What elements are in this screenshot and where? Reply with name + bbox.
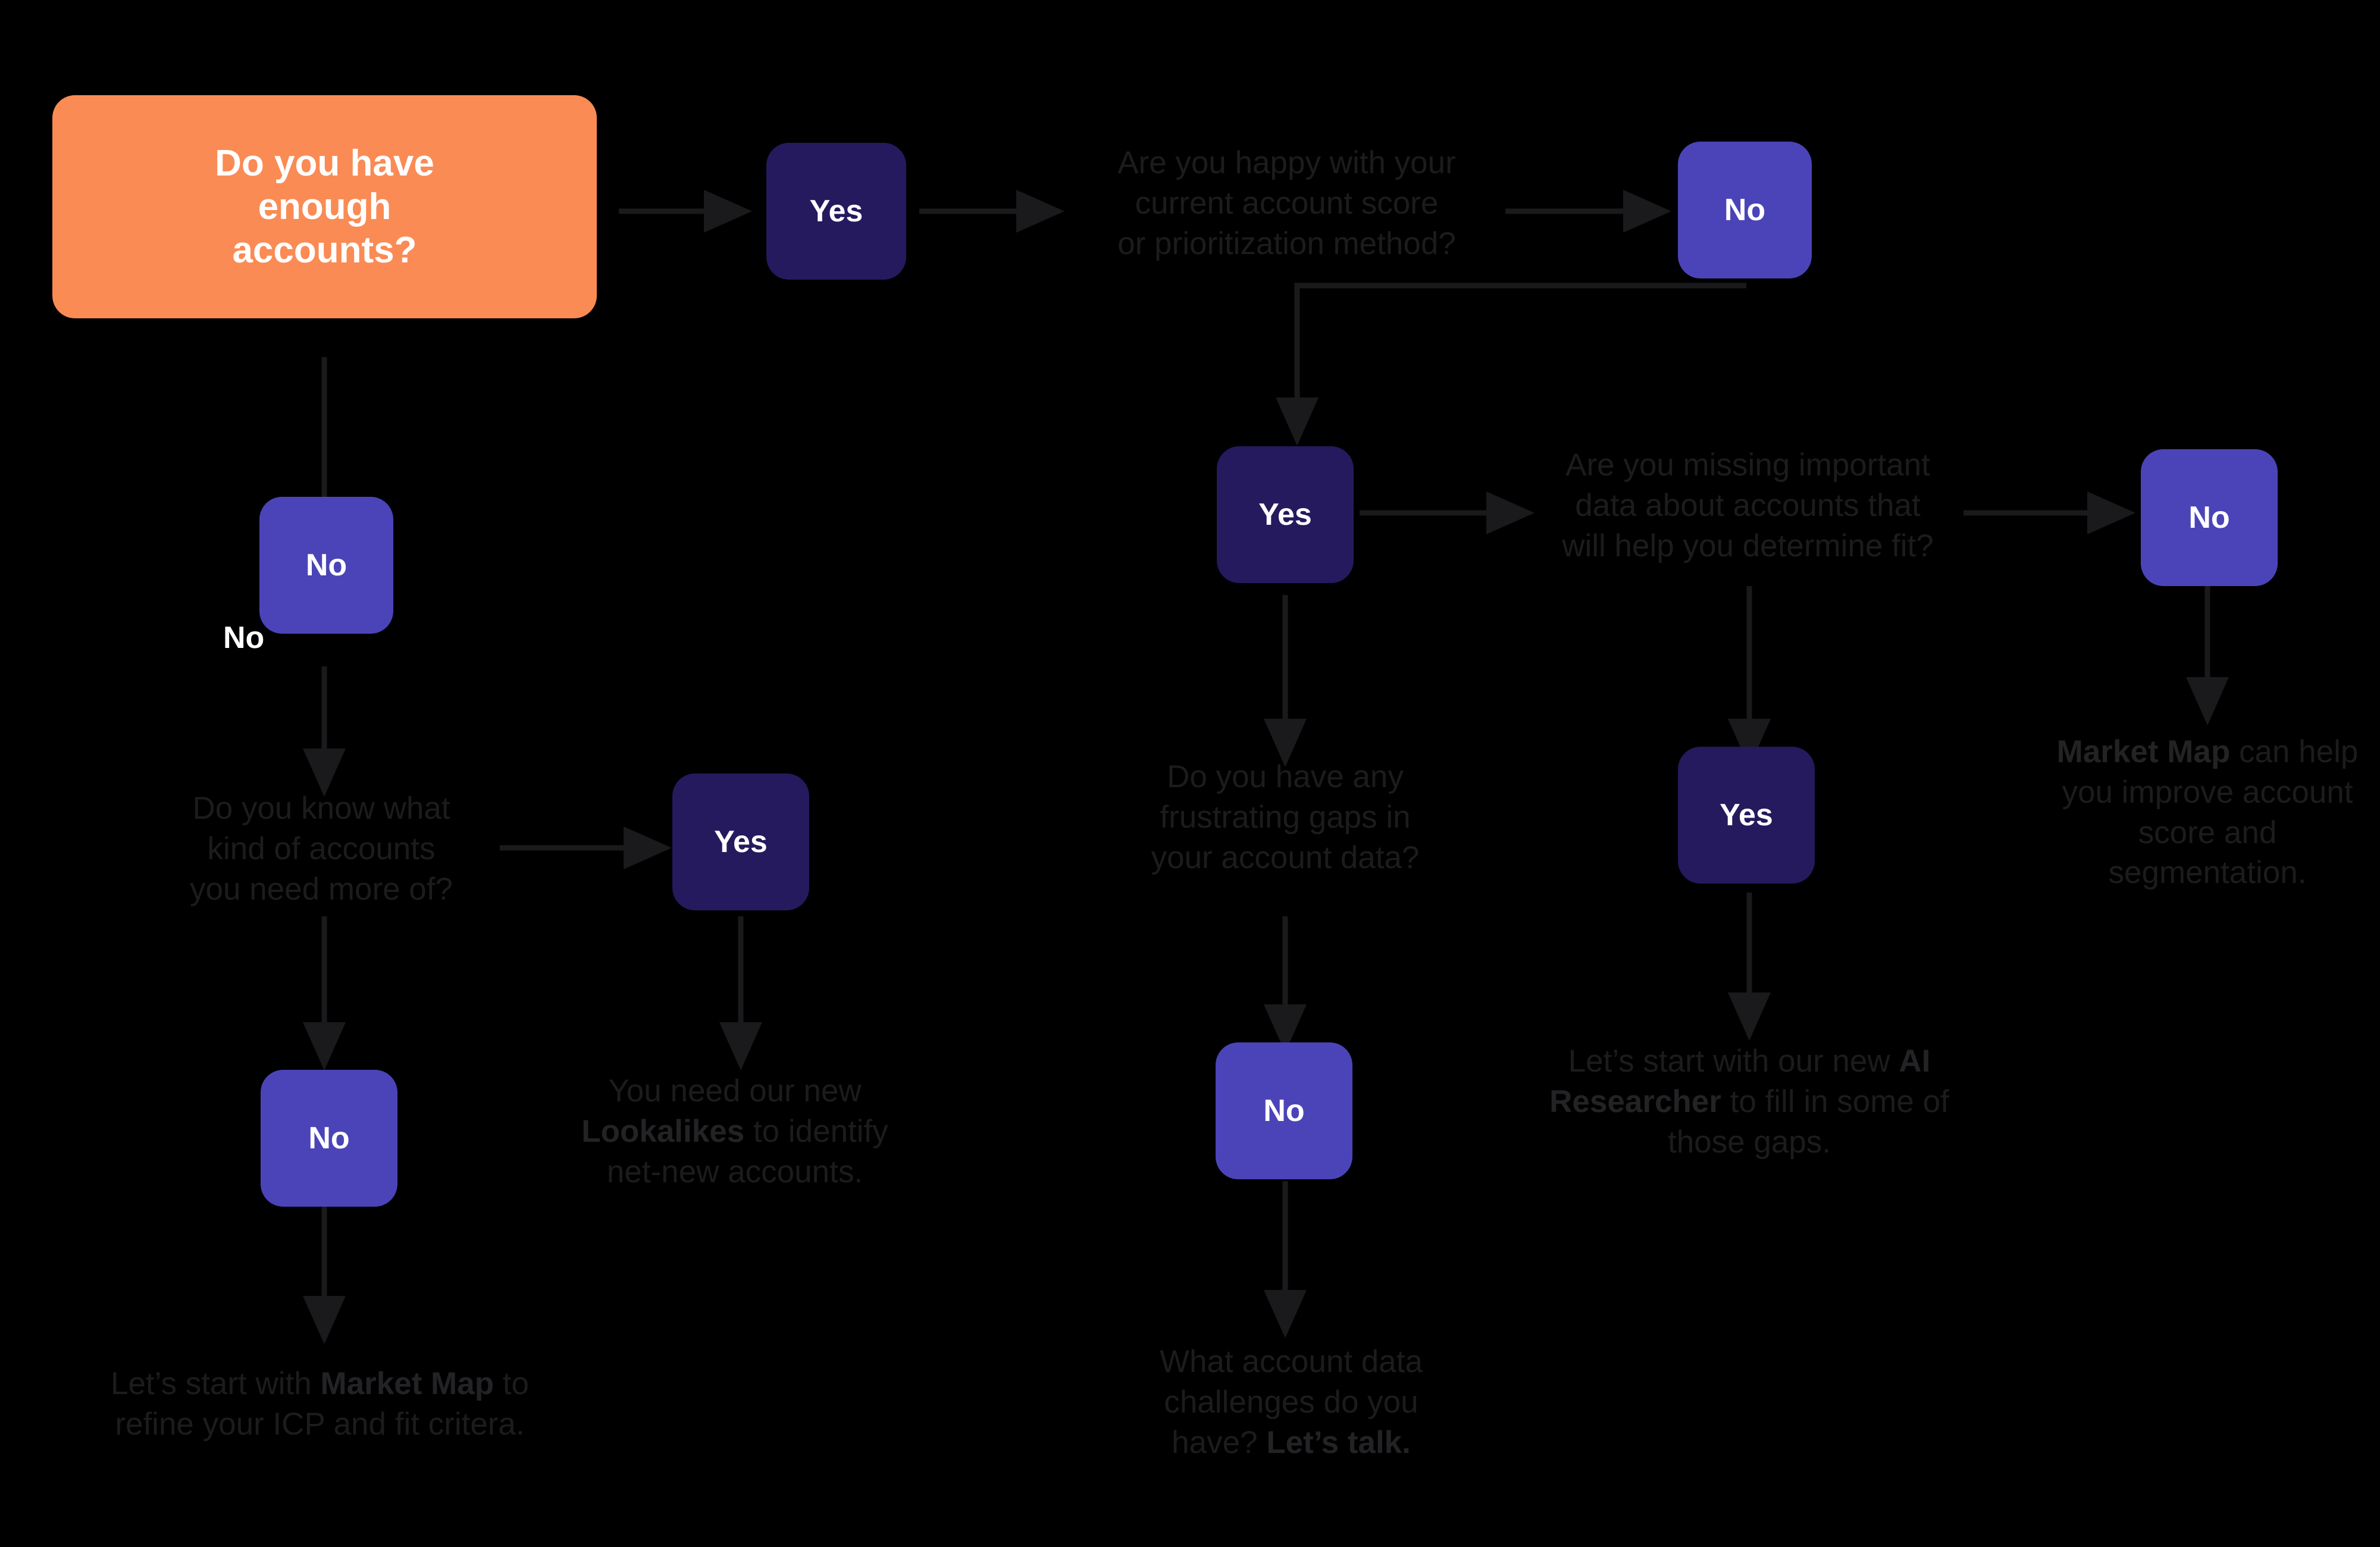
stray-no-label: No [223, 621, 265, 655]
start-node-do-you-have-enough-accounts[interactable]: Do you have enough accounts? [52, 95, 597, 318]
outcome-market-map-score: Market Map can help you improve account … [2056, 734, 2359, 891]
start-node-label: Do you have enough accounts? [215, 142, 434, 271]
chip-yes-1[interactable]: Yes [766, 143, 906, 280]
connector-no1-to-yes2 [1276, 283, 1746, 446]
question-frustrating-gaps: Do you have any frustrating gaps in your… [1151, 759, 1420, 875]
outcome-ai-researcher: Let’s start with our new AI Researcher t… [1549, 1044, 1949, 1160]
chip-no-2[interactable]: No [259, 497, 393, 634]
chip-yes-3[interactable]: Yes [672, 774, 809, 910]
chip-no-4[interactable]: No [261, 1070, 397, 1207]
chip-no-1[interactable]: No [1678, 142, 1812, 278]
outcome-market-map-icp: Let’s start with Market Map to refine yo… [110, 1366, 529, 1442]
question-know-kind-of-accounts: Do you know what kind of accounts you ne… [190, 791, 453, 907]
chip-yes-4[interactable]: Yes [1678, 747, 1815, 884]
outcome-lets-talk: What account data challenges do you have… [1160, 1344, 1423, 1460]
question-missing-important-data: Are you missing important data about acc… [1562, 447, 1934, 563]
chip-no-3[interactable]: No [2141, 449, 2278, 586]
outcome-lookalikes: You need our new Lookalikes to identify … [581, 1073, 888, 1189]
chip-yes-2[interactable]: Yes [1217, 446, 1354, 583]
chip-no-5[interactable]: No [1216, 1042, 1352, 1179]
question-happy-with-score: Are you happy with your current account … [1117, 145, 1456, 261]
